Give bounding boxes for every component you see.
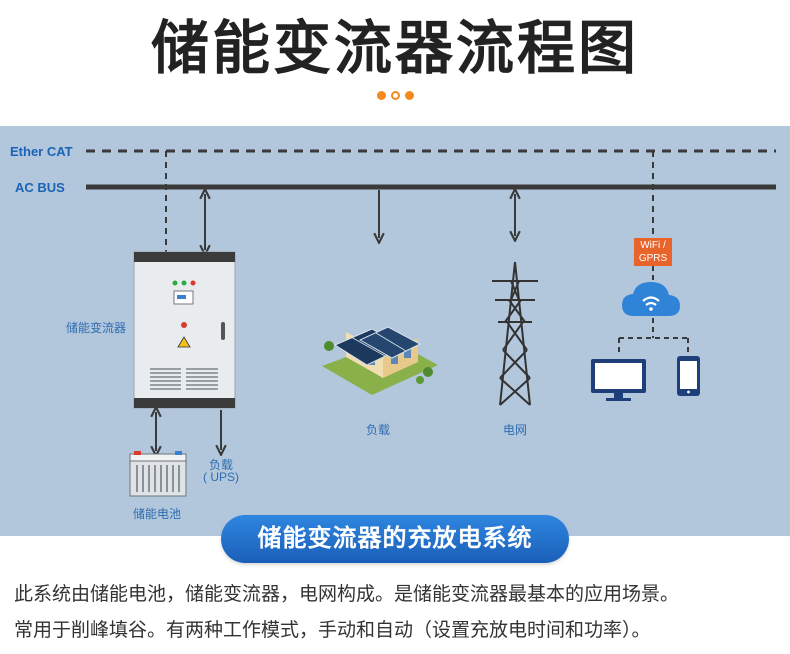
description-line-1: 此系统由储能电池，储能变流器，电网构成。是储能变流器最基本的应用场景。 <box>14 584 680 605</box>
ups-load-label: 负载 <box>208 458 233 472</box>
cloud-devices-link <box>618 318 689 356</box>
pcs-label: 储能变流器 <box>65 321 126 335</box>
power-tower-icon <box>492 261 538 406</box>
description-line-2: 常用于削峰填谷。有两种工作模式，手动和自动（设置充放电时间和功率）。 <box>14 620 651 641</box>
battery-icon <box>129 451 187 497</box>
ups-label: ( UPS) <box>203 470 239 484</box>
dot-filled-right <box>404 91 414 100</box>
title-dots <box>0 91 790 100</box>
ethercat-label: Ether CAT <box>10 144 73 159</box>
cloud-wifi-icon <box>622 282 680 316</box>
page-title: 储能变流器流程图 <box>150 14 639 82</box>
caption-pill: 储能变流器的充放电系统 <box>221 515 569 563</box>
pcs-cabinet-icon <box>133 251 236 409</box>
wifi-gprs-badge: WiFi / GPRS <box>634 238 672 266</box>
wifi-badge-line2: GPRS <box>638 253 668 264</box>
dot-hollow <box>390 91 400 100</box>
house-load-label: 负载 <box>365 423 390 437</box>
phone-icon <box>677 356 700 396</box>
monitor-icon <box>591 359 646 401</box>
acbus-label: AC BUS <box>15 180 65 195</box>
solar-house-icon <box>322 326 438 395</box>
wifi-badge-line1: WiFi / <box>640 240 666 251</box>
dot-filled-left <box>376 91 386 100</box>
grid-label: 电网 <box>502 423 527 437</box>
battery-label: 储能电池 <box>132 507 181 521</box>
